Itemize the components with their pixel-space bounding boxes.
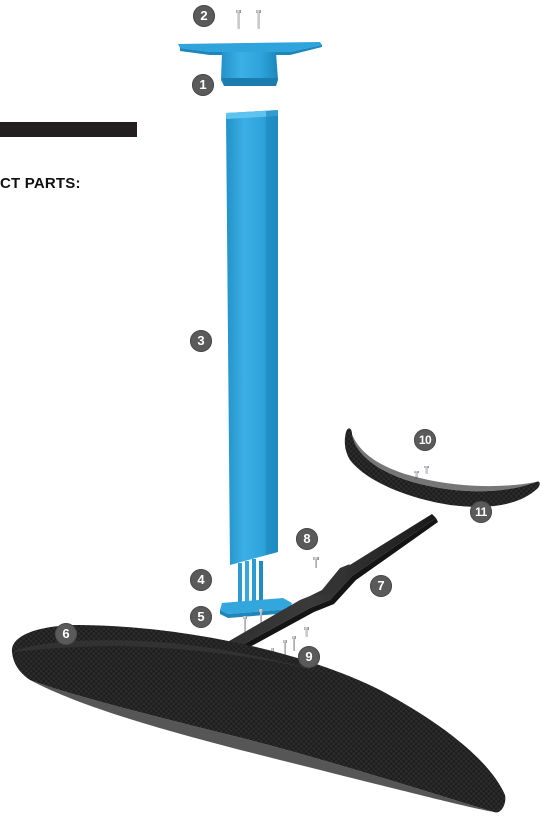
stabilizer <box>345 428 540 506</box>
callout-7: 7 <box>370 575 392 597</box>
callout-10: 10 <box>414 429 436 451</box>
callout-8: 8 <box>296 528 318 550</box>
fuselage-screw <box>313 557 319 568</box>
callout-3: 3 <box>190 330 212 352</box>
stabilizer-screws <box>414 466 429 479</box>
section-header-bar <box>0 122 137 137</box>
mast-connector <box>220 559 292 618</box>
parts-heading: CT PARTS: <box>0 175 81 192</box>
mast <box>226 110 278 565</box>
callout-11: 11 <box>470 501 492 523</box>
callout-1: 1 <box>192 74 214 96</box>
callout-4: 4 <box>190 569 212 591</box>
top-screws <box>236 10 261 29</box>
callout-6: 6 <box>55 623 77 645</box>
front-wing <box>12 625 505 813</box>
callout-5: 5 <box>190 606 212 628</box>
callout-2: 2 <box>193 5 215 27</box>
callout-9: 9 <box>298 646 320 668</box>
